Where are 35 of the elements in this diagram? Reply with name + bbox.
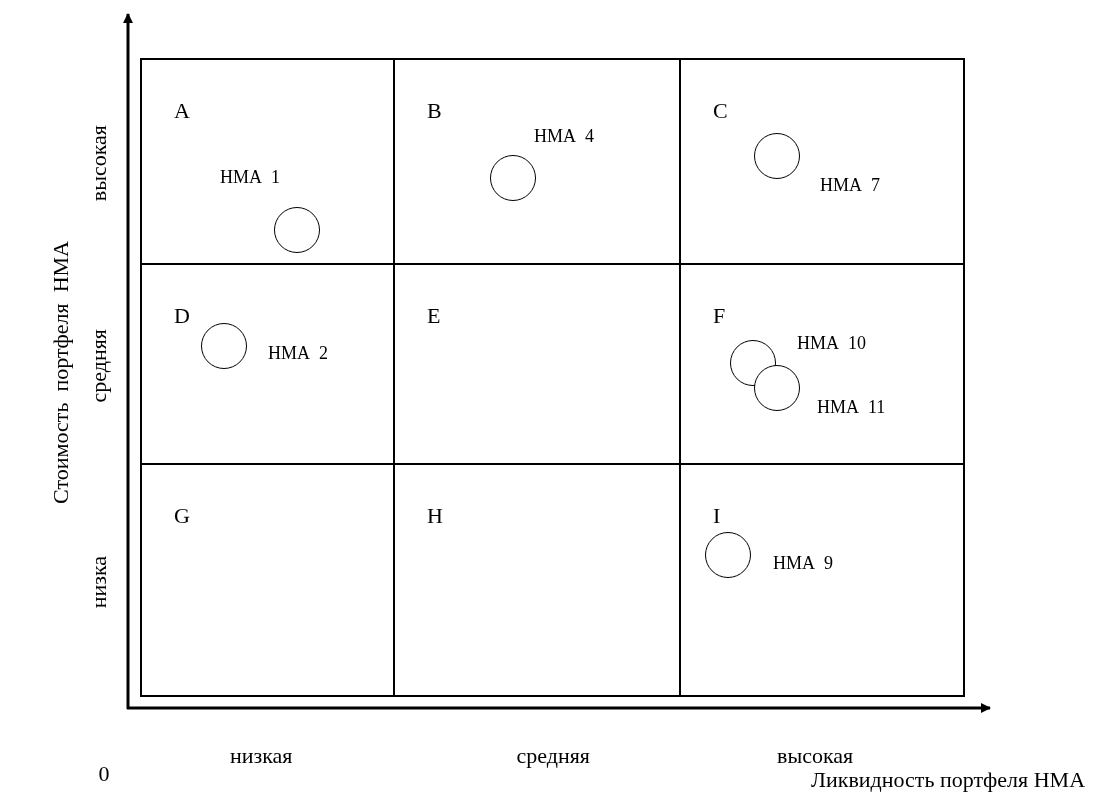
cell-letter: F bbox=[713, 305, 726, 327]
matrix-cell bbox=[679, 58, 965, 265]
axis-tick-label: средняя bbox=[516, 745, 590, 767]
cell-letter: A bbox=[174, 100, 190, 122]
axis-tick-label: высокая bbox=[777, 745, 854, 767]
circle-marker bbox=[490, 155, 536, 201]
item-label: НМА 7 bbox=[820, 176, 880, 194]
circle-marker bbox=[274, 207, 320, 253]
cell-letter: I bbox=[713, 505, 721, 527]
cell-letter: E bbox=[427, 305, 441, 327]
axis-tick-label: высокая bbox=[88, 125, 110, 202]
axis-tick-label: средняя bbox=[88, 328, 110, 402]
cell-letter: G bbox=[174, 505, 190, 527]
item-label: НМА 4 bbox=[534, 127, 594, 145]
axis-tick-label: низка bbox=[88, 556, 110, 609]
cell-letter: D bbox=[174, 305, 190, 327]
cell-letter: H bbox=[427, 505, 443, 527]
axis-tick-label: низкая bbox=[230, 745, 293, 767]
item-label: НМА 11 bbox=[817, 398, 886, 416]
circle-marker bbox=[705, 532, 751, 578]
item-label: НМА 2 bbox=[268, 344, 328, 362]
cell-letter: C bbox=[713, 100, 728, 122]
matrix-cell bbox=[679, 463, 965, 697]
matrix-cell bbox=[140, 58, 395, 265]
item-label: НМА 9 bbox=[773, 554, 833, 572]
axis-title: Ликвидность портфеля НМА bbox=[811, 769, 1086, 791]
item-label: НМА 1 bbox=[220, 168, 280, 186]
item-label: НМА 10 bbox=[797, 334, 866, 352]
circle-marker bbox=[754, 133, 800, 179]
matrix-cell bbox=[140, 463, 395, 697]
circle-marker bbox=[754, 365, 800, 411]
circle-marker bbox=[201, 323, 247, 369]
axis-origin-label: 0 bbox=[98, 763, 110, 785]
cell-letter: B bbox=[427, 100, 442, 122]
axis-title: Стоимость портфеля НМА bbox=[50, 240, 72, 504]
